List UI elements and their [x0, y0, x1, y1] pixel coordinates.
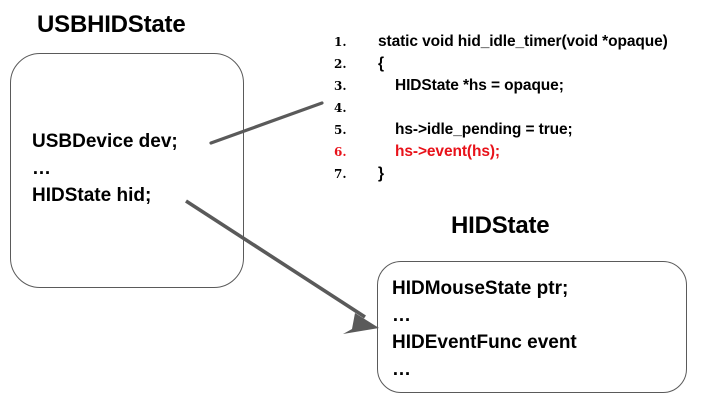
code-line-text: hs->idle_pending = true; — [395, 121, 573, 138]
usbhidstate-field-list: USBDevice dev; … HIDState hid; — [32, 128, 178, 209]
hidstate-field-list: HIDMouseState ptr; … HIDEventFunc event … — [392, 275, 577, 383]
code-line-text: } — [378, 165, 384, 182]
field-hideventfunc-event: HIDEventFunc event — [392, 332, 577, 353]
field-ellipsis: … — [32, 158, 52, 179]
code-line-number: 1. — [334, 35, 347, 49]
code-line-text: static void hid_idle_timer(void *opaque) — [378, 33, 668, 50]
code-line-number: 3. — [334, 79, 347, 93]
code-line-number: 5. — [334, 123, 347, 137]
field-ellipsis-top: … — [392, 305, 412, 326]
code-row: 4. — [334, 97, 724, 119]
field-hidstate-hid: HIDState hid; — [32, 185, 152, 206]
code-row: 2. { — [334, 53, 724, 75]
field-hidmousestate-ptr: HIDMouseState ptr; — [392, 278, 569, 299]
code-row: 5. hs->idle_pending = true; — [334, 119, 724, 141]
code-line-text: { — [378, 55, 384, 72]
code-line-number: 6. — [334, 145, 347, 159]
field-usbdevice-dev: USBDevice dev; — [32, 131, 178, 152]
code-row: 3. HIDState *hs = opaque; — [334, 75, 724, 97]
code-listing: 1. static void hid_idle_timer(void *opaq… — [334, 31, 724, 185]
code-line-number: 7. — [334, 167, 347, 181]
code-row-highlighted: 6. hs->event(hs); — [334, 141, 724, 163]
hid-to-hidstate-arrowhead — [343, 313, 379, 334]
code-line-text: hs->event(hs); — [395, 143, 500, 160]
code-row: 7. } — [334, 163, 724, 185]
code-line-number: 2. — [334, 57, 347, 71]
hidstate-title: HIDState — [451, 212, 550, 239]
code-line-text: HIDState *hs = opaque; — [395, 77, 564, 94]
usbhidstate-title: USBHIDState — [37, 11, 186, 38]
code-line-number: 4. — [334, 101, 347, 115]
field-ellipsis-bottom: … — [392, 359, 412, 380]
hidstate-box — [377, 261, 687, 393]
code-row: 1. static void hid_idle_timer(void *opaq… — [334, 31, 724, 53]
